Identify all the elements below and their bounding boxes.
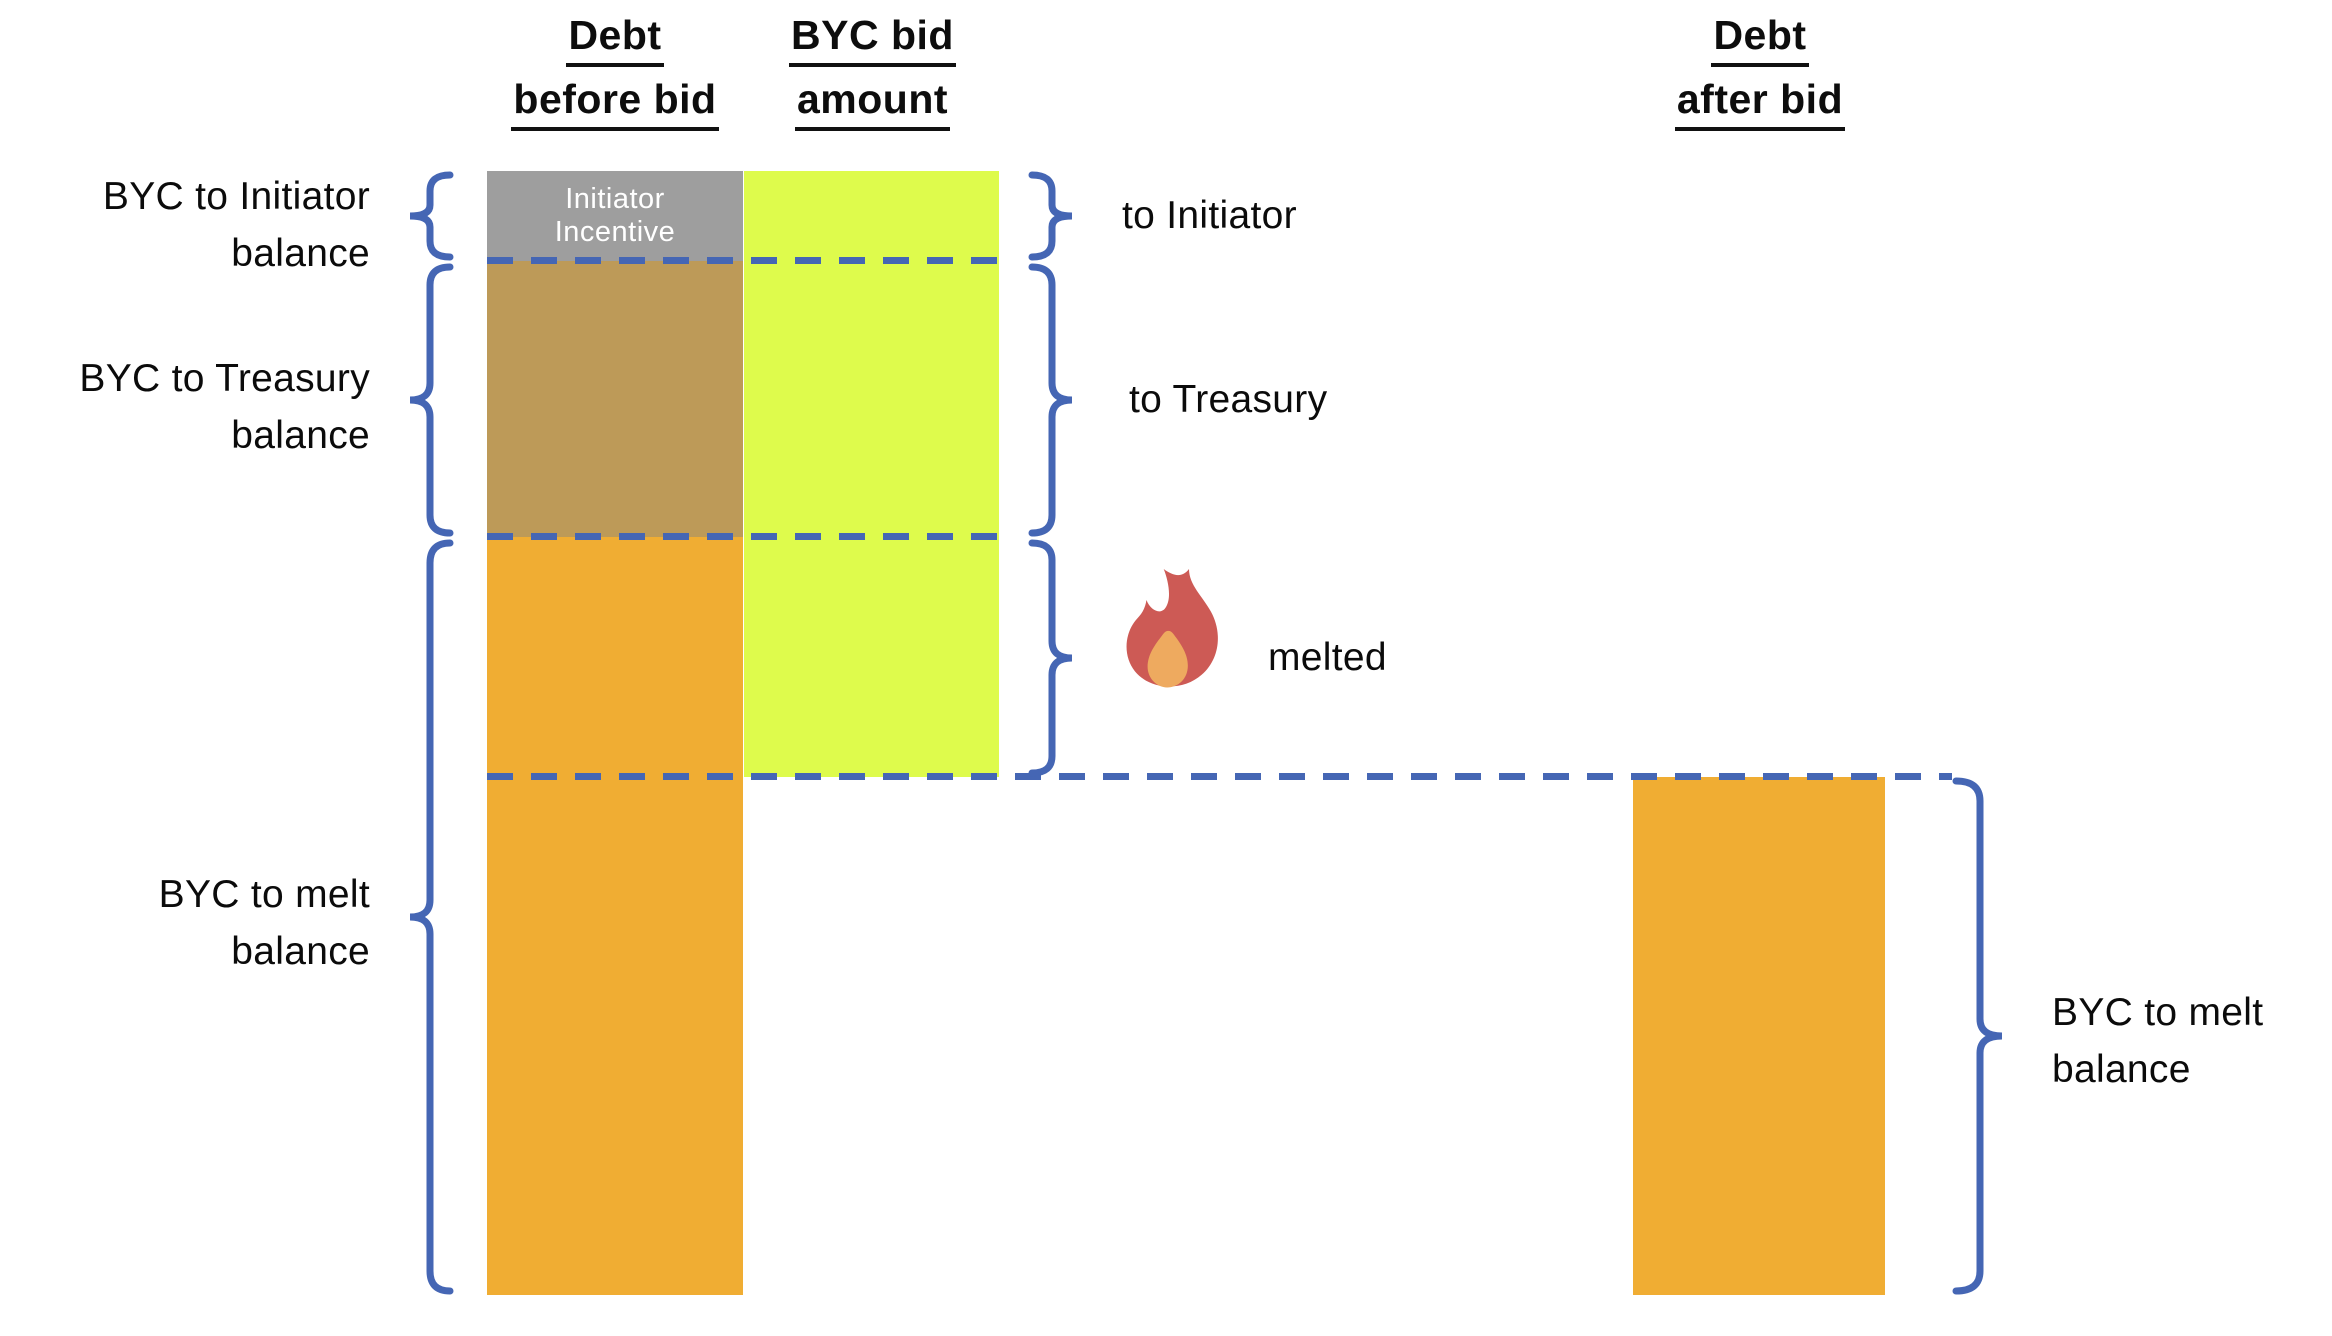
label-to-treasury: to Treasury — [1129, 378, 1328, 421]
label-byc-to-melt-balance-right: BYC to melt balance — [2052, 984, 2263, 1098]
label-byc-to-treasury-balance: BYC to Treasury balance — [30, 350, 370, 464]
label-line: balance — [231, 930, 370, 973]
label-line: BYC to melt — [158, 873, 370, 916]
initiator-incentive-line: Incentive — [554, 216, 676, 248]
header-line: after bid — [1674, 77, 1846, 131]
header-byc-bid-amount: BYC bid amount — [700, 12, 1045, 140]
initiator-incentive-label: Initiator Incentive — [487, 171, 743, 261]
dashed-line-melt-boundary — [487, 773, 1952, 780]
header-line: amount — [794, 77, 951, 131]
brace-left-initiator — [398, 171, 458, 261]
header-line: before bid — [511, 77, 719, 131]
label-melted: melted — [1268, 636, 1387, 679]
label-byc-to-initiator-balance: BYC to Initiator balance — [30, 168, 370, 282]
brace-right-melted — [1024, 539, 1084, 777]
label-byc-to-melt-balance-left: BYC to melt balance — [30, 866, 370, 980]
label-line: BYC to Initiator — [102, 175, 370, 218]
flame-icon — [1120, 568, 1235, 708]
label-line: balance — [2052, 1048, 2191, 1091]
label-line: BYC to melt — [2052, 991, 2264, 1034]
label-line: balance — [231, 414, 370, 457]
bar-debt-after-bid — [1633, 777, 1885, 1295]
brace-after-melt-balance — [1948, 777, 2012, 1295]
label-line: balance — [231, 232, 370, 275]
label-to-initiator: to Initiator — [1122, 194, 1297, 237]
segment-initiator-incentive — [487, 171, 743, 261]
brace-left-treasury — [398, 263, 458, 537]
segment-byc-to-treasury — [487, 261, 743, 537]
header-line: BYC bid — [789, 13, 956, 67]
brace-right-to-treasury — [1024, 263, 1084, 537]
bar-byc-bid-amount — [744, 171, 999, 777]
initiator-incentive-line: Initiator — [565, 183, 665, 215]
brace-left-melt — [398, 539, 458, 1295]
header-line: Debt — [566, 13, 664, 67]
label-line: BYC to Treasury — [79, 357, 370, 400]
dashed-line-treasury-boundary — [487, 533, 1000, 540]
dashed-line-initiator-boundary — [487, 257, 1000, 264]
brace-right-to-initiator — [1024, 171, 1084, 261]
header-debt-before-bid: Debt before bid — [440, 12, 790, 140]
header-debt-after-bid: Debt after bid — [1585, 12, 1935, 140]
segment-byc-to-melt — [487, 537, 743, 1295]
header-line: Debt — [1711, 13, 1809, 67]
